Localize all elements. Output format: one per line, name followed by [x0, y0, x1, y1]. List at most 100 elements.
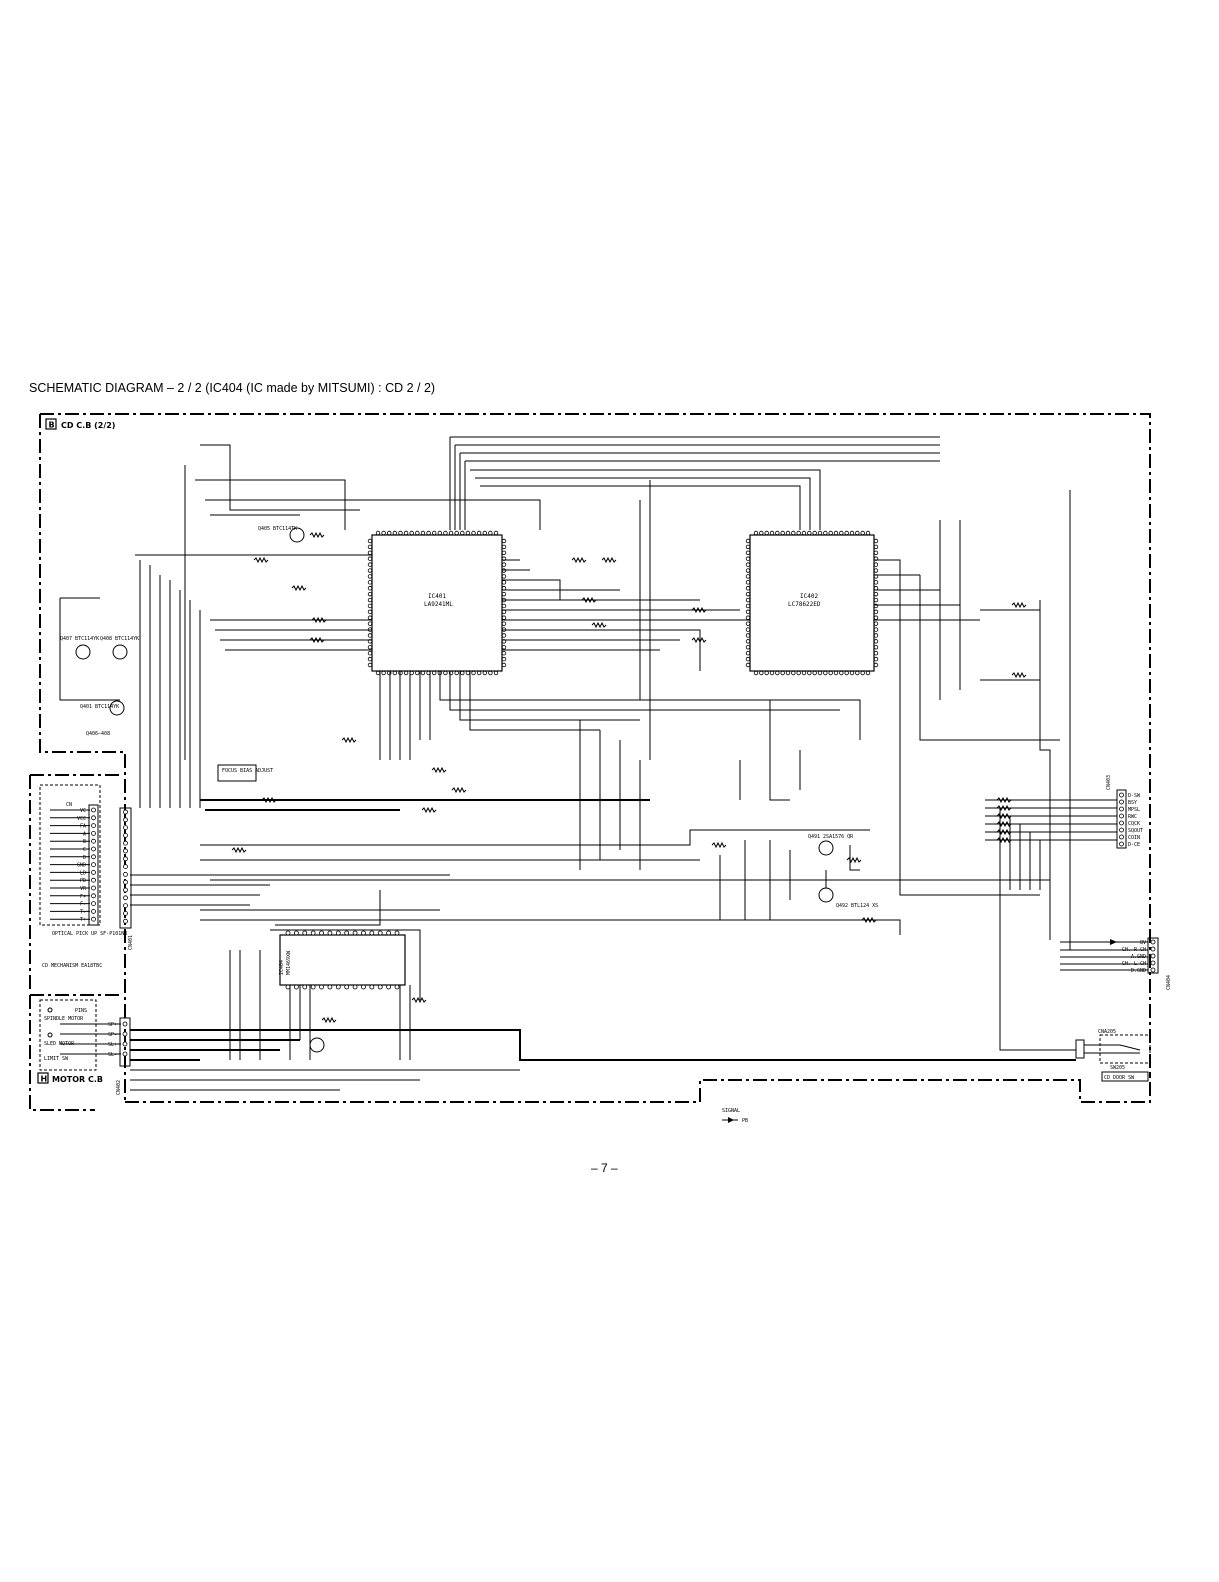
- ic-pin: [367, 591, 373, 597]
- ic-pin: [873, 597, 879, 603]
- resistor-symbol: [309, 531, 325, 539]
- cn404-label: CN404: [1166, 975, 1172, 990]
- transistor-q492: Q492 BTL124 XS: [818, 887, 878, 909]
- ic-pin: [460, 530, 465, 536]
- ic-pin: [745, 650, 751, 656]
- ic-pin: [745, 656, 751, 662]
- ic-pin: [745, 550, 751, 556]
- resistor-symbol: [996, 796, 1012, 804]
- ic-pin: [873, 544, 879, 550]
- cn402-label: CN402: [116, 1080, 122, 1095]
- sled-motor-label: SLED MOTOR: [44, 1041, 75, 1047]
- transistor-q405: Q405 BTC114TK: [258, 526, 305, 543]
- q405-label: Q405 BTC114TK: [258, 526, 297, 532]
- cn401-pin: [123, 872, 128, 877]
- resistor-symbol: [996, 804, 1012, 812]
- ic-pin: [310, 930, 316, 936]
- ic-pin: [367, 633, 373, 638]
- ic-pin: [873, 656, 879, 662]
- motor-pin: [122, 1041, 128, 1047]
- ic-pin: [873, 627, 879, 632]
- ic402-ref: IC402: [800, 593, 818, 600]
- ic-pin: [865, 670, 871, 676]
- resistor-symbol: [601, 556, 617, 564]
- ic-pin: [448, 530, 454, 536]
- front-connector-pin-label: D-CE: [1128, 842, 1140, 848]
- resistor-marks: [231, 531, 1027, 1024]
- ic-pin: [369, 930, 375, 936]
- ic-pin: [361, 984, 366, 990]
- q408-label: Q408 BTC114YK: [100, 636, 139, 642]
- ic-pin: [873, 621, 879, 626]
- ic-pin: [849, 670, 855, 676]
- ic-pin: [426, 530, 431, 536]
- cd-board-outline: [39, 413, 1151, 1103]
- ic-pin: [873, 615, 879, 620]
- ic-pin: [745, 627, 751, 632]
- ic-pin: [392, 670, 398, 676]
- cn401-pin: [123, 817, 128, 823]
- cn401-pin: [123, 856, 128, 862]
- pickup-pin-label: GND: [77, 863, 86, 869]
- main-connector-pin-label: 8V: [1140, 940, 1146, 946]
- ic-pin: [394, 930, 400, 936]
- pickup-pin: [91, 901, 96, 906]
- cn401-pin: [123, 879, 128, 885]
- ic-pin: [394, 984, 400, 990]
- motor-box: PINS SPINDLE MOTOR SLED MOTOR LIMIT SW H…: [29, 994, 131, 1111]
- cn401-pin: [123, 840, 128, 846]
- ic-pin: [501, 550, 507, 556]
- cn401-pin: [123, 887, 128, 893]
- ic-pin: [764, 670, 769, 676]
- pickup-pin-label: T+: [80, 917, 86, 923]
- ic-pin: [398, 530, 403, 536]
- transistor-q408: Q408 BTC114YK: [100, 636, 139, 660]
- transistor-q407: Q407 BTC114YK: [60, 636, 99, 660]
- ic-pin: [745, 574, 751, 579]
- ic-pin: [387, 530, 392, 536]
- ic-pin: [860, 670, 865, 676]
- motor-pin: [122, 1051, 128, 1057]
- transistor-q401: Q401 BTC114YK Q406–408: [80, 700, 125, 737]
- resistor-symbol: [421, 806, 437, 814]
- transistor-q491: Q491 2SA1576 QR: [808, 834, 854, 856]
- resistor-symbol: [691, 636, 707, 644]
- ic-pin: [327, 930, 333, 936]
- ic-pin: [828, 670, 833, 676]
- main-connector-pin: [1150, 939, 1156, 945]
- main-connector-pin: [1150, 960, 1156, 966]
- ic-pin: [310, 984, 316, 990]
- ic404: IC404 MM1469XW: [279, 930, 406, 990]
- cd-board-letter: B: [49, 421, 55, 430]
- pickup-pin: [91, 838, 96, 844]
- ic-pin: [745, 639, 751, 644]
- pickup-pin: [91, 870, 96, 875]
- ic-pin: [352, 984, 358, 990]
- front-connector-pin-label: RWC: [1128, 814, 1137, 820]
- front-connector-pin: [1119, 806, 1124, 812]
- ic-pin: [833, 670, 839, 676]
- ic-pin: [873, 580, 879, 585]
- q492-label: Q492 BTL124 XS: [836, 903, 878, 909]
- cn401-pin: [123, 833, 128, 838]
- ic-pin: [796, 670, 801, 676]
- ic-pin: [381, 670, 386, 676]
- ic-pin: [501, 656, 507, 662]
- ic-pin: [501, 574, 507, 579]
- ic-pin: [420, 530, 426, 536]
- ic-pin: [745, 562, 751, 567]
- ic-pin: [482, 530, 487, 536]
- front-connector-pin: [1119, 820, 1124, 826]
- ic-pin: [745, 621, 751, 626]
- ic-pin: [367, 609, 373, 615]
- ic-pin: [344, 984, 350, 990]
- resistor-symbol: [996, 820, 1012, 828]
- pickup-pin-label: F+: [80, 894, 86, 900]
- ic-pin: [302, 984, 308, 990]
- resistor-symbol: [1011, 601, 1027, 609]
- motor-pin: [122, 1021, 128, 1027]
- ic-pin: [501, 538, 507, 544]
- ic-pin: [501, 591, 507, 597]
- pickup-pin: [91, 909, 96, 914]
